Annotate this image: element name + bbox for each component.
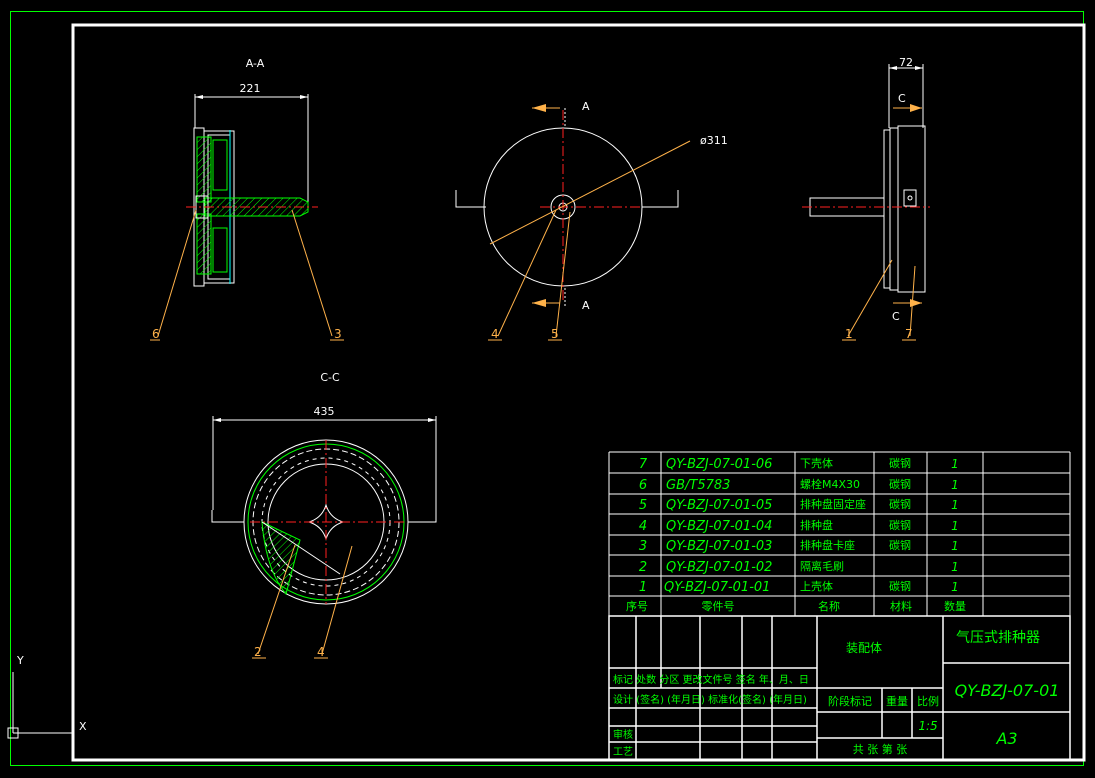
bom-material: 碳钢 [889, 518, 911, 532]
bom-name: 下壳体 [800, 456, 833, 470]
bom-name: 螺栓M4X30 [800, 477, 860, 491]
dim-435: 435 [314, 405, 335, 418]
bom-qty: 1 [951, 457, 959, 471]
title-process: 工艺 [613, 746, 633, 758]
balloon-3: 3 [334, 327, 342, 341]
bom-material: 碳钢 [889, 579, 911, 593]
cut-a-top: A [582, 100, 590, 113]
title-sheet-size: A3 [995, 729, 1017, 748]
label-section-cc: C-C [320, 371, 340, 384]
bom-name: 隔离毛刷 [800, 559, 844, 573]
balloon-7: 7 [905, 327, 913, 341]
title-row-design: 设计 (签名) (年月日) 标准化(签名) (年月日) [613, 693, 807, 706]
bom-qty: 1 [951, 498, 959, 512]
bom-qty: 1 [951, 478, 959, 492]
bom-material: 碳钢 [889, 477, 911, 491]
ucs-icon: Y X [7, 654, 87, 739]
title-assembly: 装配体 [846, 641, 882, 655]
bom-name: 排种盘 [800, 518, 833, 532]
balloon-5: 5 [551, 327, 559, 341]
title-drawing-no: QY-BZJ-07-01 [955, 681, 1060, 700]
title-weight: 重量 [886, 694, 908, 708]
bom-no: 2 [639, 560, 647, 575]
balloon-1: 1 [845, 327, 853, 341]
cut-a-bottom: A [582, 299, 590, 312]
bom-no: 6 [639, 478, 647, 493]
bom-qty: 1 [951, 539, 959, 553]
section-view-aa: A-A 221 6 3 [150, 57, 344, 341]
bom-header-no: 序号 [626, 599, 648, 613]
dim-72: 72 [899, 56, 913, 69]
bom-material: 碳钢 [889, 538, 911, 552]
bom-header-code: 零件号 [702, 600, 735, 613]
bom-name: 排种盘固定座 [800, 497, 866, 511]
bom-qty: 1 [951, 560, 959, 574]
bom-header-material: 材料 [890, 599, 912, 613]
bom-qty: 1 [951, 519, 959, 533]
title-block-text: 装配体 气压式排种器 QY-BZJ-07-01 A3 标记 处数 分区 更改文件… [613, 630, 1059, 758]
title-product-name: 气压式排种器 [956, 630, 1040, 646]
balloon-6: 6 [152, 327, 160, 341]
bom-no: 7 [639, 457, 648, 472]
bom-no: 5 [639, 498, 647, 513]
bom-code: QY-BZJ-07-01-05 [666, 498, 772, 513]
bom-code: QY-BZJ-07-01-06 [666, 457, 772, 472]
bom-material: 碳钢 [889, 497, 911, 511]
bom-name: 上壳体 [800, 579, 833, 593]
bom-code: QY-BZJ-07-01-01 [664, 580, 770, 595]
title-stage: 阶段标记 [828, 694, 872, 708]
bom-no: 4 [639, 519, 647, 534]
bom-header-name: 名称 [818, 599, 840, 613]
bom-code: QY-BZJ-07-01-02 [666, 560, 772, 575]
ucs-x-label: X [79, 720, 87, 733]
dim-311: ø311 [700, 134, 728, 147]
side-view: 72 C C 1 7 [802, 56, 930, 341]
bom-no: 1 [639, 580, 647, 595]
bom-code: QY-BZJ-07-01-03 [666, 539, 772, 554]
balloon-4-section: 4 [317, 645, 325, 659]
title-ratio: 比例 [917, 694, 939, 708]
bom-material: 碳钢 [889, 456, 911, 470]
inner-frame [71, 23, 1086, 762]
ucs-y-label: Y [16, 654, 24, 667]
bom-code: QY-BZJ-07-01-04 [666, 519, 772, 534]
title-row-labels: 标记 处数 分区 更改文件号 签名 年、月、日 [613, 673, 809, 686]
bom-qty: 1 [951, 580, 959, 594]
balloon-4-front: 4 [491, 327, 499, 341]
label-section-aa: A-A [246, 57, 265, 70]
bom-header-qty: 数量 [944, 600, 966, 613]
title-review: 审核 [613, 728, 633, 741]
section-view-cc: C-C 435 2 4 [211, 371, 437, 659]
cut-c-bottom: C [892, 310, 900, 323]
balloon-2: 2 [254, 645, 262, 659]
bom-table [608, 451, 1071, 760]
bom-code: GB/T5783 [666, 478, 730, 493]
cut-c-top: C [898, 92, 906, 105]
title-sheets: 共 张 第 张 [853, 742, 908, 756]
title-block [608, 615, 1071, 761]
front-view: A A ø311 4 5 [455, 100, 728, 341]
title-scale: 1:5 [918, 719, 937, 733]
bom-rows: 7 QY-BZJ-07-01-06 下壳体 碳钢 1 6 GB/T5783 螺栓… [626, 456, 966, 613]
bom-name: 排种盘卡座 [800, 538, 855, 552]
bom-no: 3 [639, 539, 647, 554]
dim-221: 221 [240, 82, 261, 95]
